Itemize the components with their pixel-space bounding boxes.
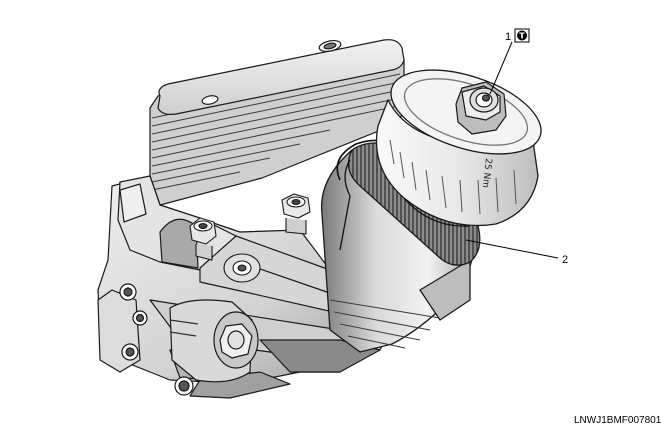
- leader-line: [465, 239, 559, 259]
- bolt: [189, 217, 217, 261]
- cap-hex-nut: [455, 81, 507, 135]
- leader-line: [489, 41, 513, 95]
- torque-specification-icon: T: [514, 28, 530, 43]
- oil-cooler-port: [201, 95, 219, 105]
- cap-torque-marking: 25 Nm: [480, 158, 493, 189]
- housing-bolts: [189, 193, 311, 283]
- canister-collar-ribs: [329, 299, 441, 349]
- cap-grip-ribs: [389, 139, 517, 215]
- figure-reference-code: LNWJ1BMF007801: [574, 415, 661, 426]
- callout-2: 2: [465, 239, 568, 266]
- torque-symbol: T: [519, 31, 525, 40]
- callout-1: 1 T: [489, 28, 530, 95]
- bolt: [281, 193, 311, 235]
- mounting-holes: [119, 283, 194, 396]
- callout-number: 1: [505, 31, 511, 43]
- oil-cooler-top-plate: [157, 39, 405, 115]
- callout-number: 2: [562, 254, 568, 266]
- pressure-switch: [223, 253, 261, 283]
- thermostat-housing: [169, 299, 259, 383]
- oil-cooler: [149, 39, 405, 206]
